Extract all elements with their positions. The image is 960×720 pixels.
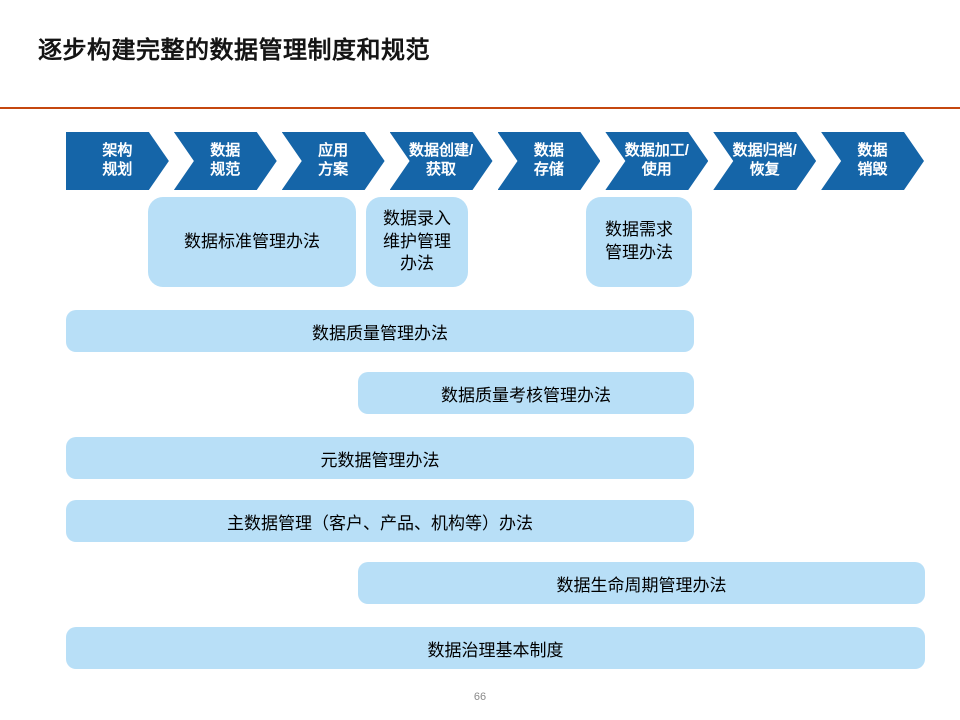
- flow-stage-data-processing-use: 数据加工/ 使用: [605, 132, 708, 190]
- policy-bar-metadata-management: 元数据管理办法: [66, 437, 694, 479]
- flow-stage-data-destruction: 数据 销毁: [821, 132, 924, 190]
- policy-bar-data-lifecycle-management: 数据生命周期管理办法: [358, 562, 925, 604]
- flow-stage-application-plan: 应用 方案: [282, 132, 385, 190]
- flow-stage-architecture-planning: 架构 规划: [66, 132, 169, 190]
- page-title: 逐步构建完整的数据管理制度和规范: [38, 37, 430, 64]
- policy-bar-data-governance-basic-system: 数据治理基本制度: [66, 627, 925, 669]
- flow-stage-data-standards: 数据 规范: [174, 132, 277, 190]
- page-number: 66: [473, 691, 487, 703]
- policy-bar-data-quality-assessment: 数据质量考核管理办法: [358, 372, 694, 414]
- policy-bar-data-quality-management: 数据质量管理办法: [66, 310, 694, 352]
- flow-stage-data-archive-recovery: 数据归档/ 恢复: [713, 132, 816, 190]
- policy-box-data-requirement-management: 数据需求 管理办法: [586, 197, 692, 287]
- flow-stage-data-storage: 数据 存储: [498, 132, 601, 190]
- policy-bar-master-data-management: 主数据管理（客户、产品、机构等）办法: [66, 500, 694, 542]
- policy-box-data-entry-maintenance: 数据录入 维护管理 办法: [366, 197, 468, 287]
- flow-stage-data-creation-acquisition: 数据创建/ 获取: [390, 132, 493, 190]
- title-divider: [0, 107, 960, 109]
- policy-box-data-standard-management: 数据标准管理办法: [148, 197, 356, 287]
- process-flow: 架构 规划 数据 规范 应用 方案 数据创建/ 获取 数据 存储 数据加工/ 使…: [66, 132, 924, 190]
